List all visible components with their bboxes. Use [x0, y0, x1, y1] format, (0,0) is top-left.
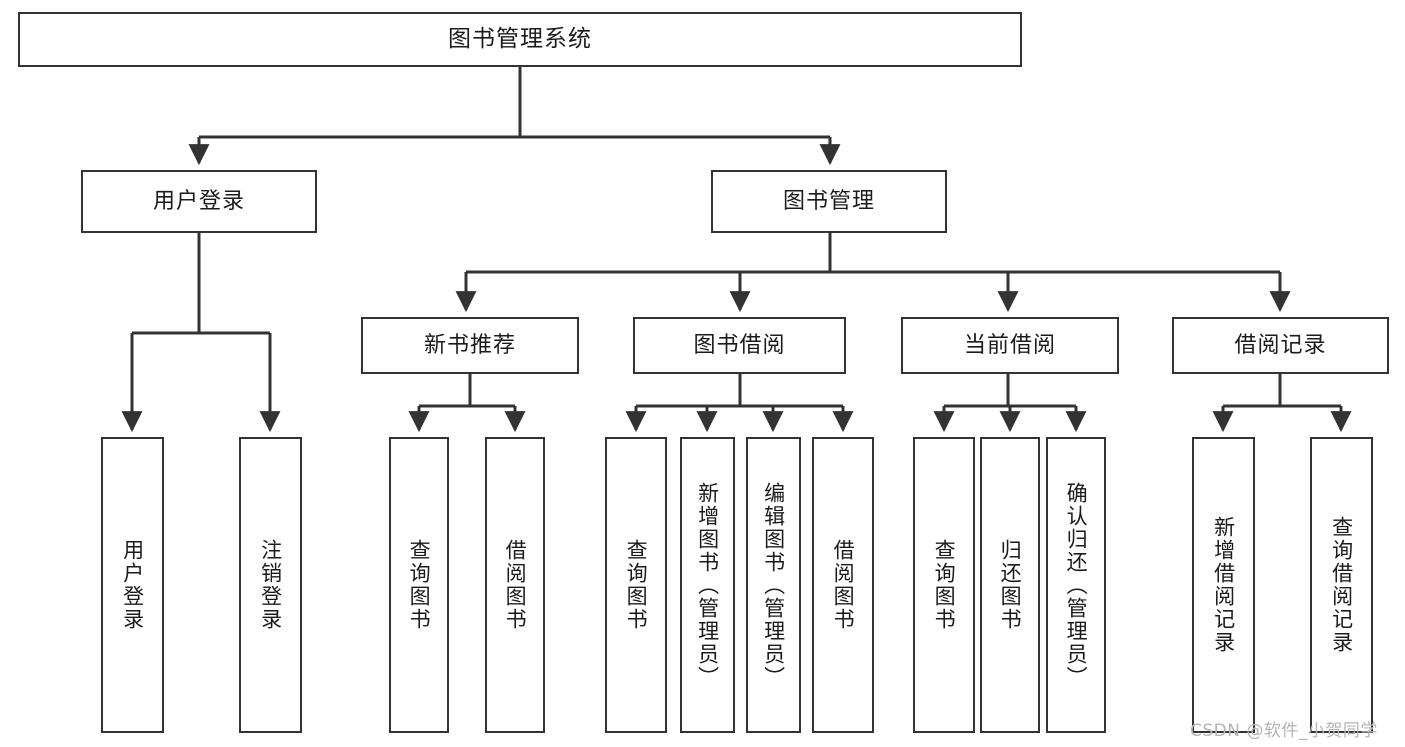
node-borrow-record-label: 借阅记录: [1234, 332, 1327, 358]
leaf-user-login-label: 用户登录: [120, 539, 145, 631]
node-current-borrow-label: 当前借阅: [963, 332, 1056, 358]
leaf-user-login[interactable]: 用户登录: [101, 437, 164, 733]
leaf-confirm-return-admin[interactable]: 确认归还（管理员）: [1046, 437, 1106, 733]
leaf-add-borrow-record-label: 新增借阅记录: [1211, 516, 1236, 654]
leaf-borrow-book-recommend[interactable]: 借阅图书: [485, 437, 545, 733]
node-new-book-recommend-label: 新书推荐: [423, 332, 516, 358]
leaf-query-book-borrow-label: 查询图书: [624, 539, 649, 631]
leaf-edit-book-admin[interactable]: 编辑图书（管理员）: [746, 437, 801, 733]
leaf-add-borrow-record[interactable]: 新增借阅记录: [1192, 437, 1255, 733]
leaf-query-borrow-record-label: 查询借阅记录: [1329, 516, 1354, 654]
leaf-query-book-current-label: 查询图书: [932, 539, 957, 631]
node-book-management[interactable]: 图书管理: [711, 170, 947, 233]
leaf-add-book-admin-label: 新增图书（管理员）: [695, 481, 720, 689]
node-new-book-recommend[interactable]: 新书推荐: [361, 317, 579, 374]
node-root-label: 图书管理系统: [448, 26, 592, 53]
leaf-lend-book[interactable]: 借阅图书: [812, 437, 874, 733]
leaf-query-book-recommend[interactable]: 查询图书: [389, 437, 449, 733]
leaf-user-logout[interactable]: 注销登录: [239, 437, 302, 733]
leaf-query-borrow-record[interactable]: 查询借阅记录: [1310, 437, 1373, 733]
leaf-return-book[interactable]: 归还图书: [980, 437, 1040, 733]
node-book-borrow[interactable]: 图书借阅: [633, 317, 846, 374]
node-book-management-label: 图书管理: [782, 188, 875, 214]
leaf-query-book-recommend-label: 查询图书: [407, 539, 432, 631]
leaf-lend-book-label: 借阅图书: [831, 539, 856, 631]
leaf-return-book-label: 归还图书: [998, 539, 1023, 631]
leaf-query-book-borrow[interactable]: 查询图书: [605, 437, 667, 733]
node-borrow-record[interactable]: 借阅记录: [1172, 317, 1389, 374]
leaf-borrow-book-recommend-label: 借阅图书: [503, 539, 528, 631]
node-current-borrow[interactable]: 当前借阅: [901, 317, 1119, 374]
node-user-login-label: 用户登录: [152, 188, 245, 214]
node-root[interactable]: 图书管理系统: [18, 12, 1022, 67]
leaf-query-book-current[interactable]: 查询图书: [913, 437, 975, 733]
leaf-confirm-return-admin-label: 确认归还（管理员）: [1064, 481, 1089, 689]
leaf-edit-book-admin-label: 编辑图书（管理员）: [761, 481, 786, 689]
csdn-watermark: CSDN @软件_小贺同学: [1190, 721, 1378, 741]
node-user-login[interactable]: 用户登录: [81, 170, 317, 233]
leaf-user-logout-label: 注销登录: [258, 539, 283, 631]
leaf-add-book-admin[interactable]: 新增图书（管理员）: [680, 437, 735, 733]
node-book-borrow-label: 图书借阅: [693, 332, 786, 358]
